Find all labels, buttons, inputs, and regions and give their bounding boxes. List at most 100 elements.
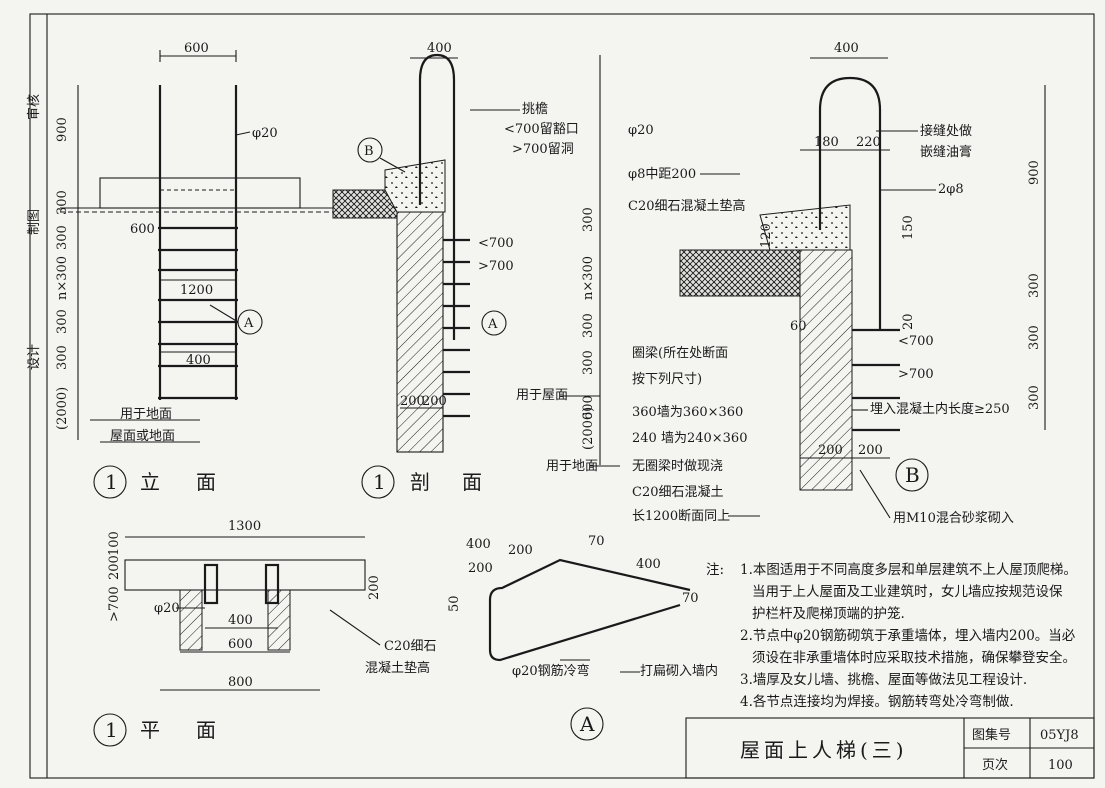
svg-text:埋入混凝土内长度≥250: 埋入混凝土内长度≥250 xyxy=(870,401,1010,417)
svg-text:当用于上人屋面及工业建筑时，女儿墙应按规范设保: 当用于上人屋面及工业建筑时，女儿墙应按规范设保 xyxy=(752,583,1063,600)
svg-text:400: 400 xyxy=(427,41,452,56)
svg-text:A: A xyxy=(487,317,498,332)
svg-text:20: 20 xyxy=(901,313,916,330)
elevation-mark xyxy=(93,465,127,499)
svg-text:60: 60 xyxy=(790,319,807,334)
wall-hatch xyxy=(396,211,444,453)
parapet-top xyxy=(99,177,301,209)
label-phi20: φ20 xyxy=(252,126,278,141)
atlas-label: 图集号 xyxy=(972,727,1011,743)
svg-text:圈梁(所在处断面: 圈梁(所在处断面 xyxy=(632,346,728,361)
side-label-review: 审核 xyxy=(27,94,42,120)
svg-text:70: 70 xyxy=(588,534,605,549)
title-block: 屋面上人梯(三) 图集号 05YJ8 页次 100 xyxy=(685,717,1095,779)
svg-text:C20细石: C20细石 xyxy=(384,639,437,654)
svg-text:>700留洞: >700留洞 xyxy=(512,142,574,157)
detail-a-drawing: 400 200 200 70 400 70 50 φ20钢筋冷弯 打扁砌入墙内 … xyxy=(447,534,718,741)
svg-text:1300: 1300 xyxy=(228,519,261,534)
atlas-value: 05YJ8 xyxy=(1040,728,1079,743)
svg-text:φ20: φ20 xyxy=(154,601,180,616)
svg-text:1: 1 xyxy=(105,718,118,742)
svg-text:B: B xyxy=(364,144,374,159)
svg-text:300: 300 xyxy=(581,350,596,375)
svg-text:用M10混合砂浆砌入: 用M10混合砂浆砌入 xyxy=(893,511,1014,526)
hooked-rail-b xyxy=(818,76,882,330)
svg-text:300: 300 xyxy=(1027,385,1042,410)
svg-text:>700: >700 xyxy=(107,586,122,622)
svg-text:挑檐: 挑檐 xyxy=(522,102,548,117)
svg-text:φ8中距200: φ8中距200 xyxy=(628,167,696,182)
svg-text:(2000): (2000) xyxy=(581,407,596,450)
svg-text:1: 1 xyxy=(373,470,386,494)
svg-text:护栏杆及爬梯顶端的护笼.: 护栏杆及爬梯顶端的护笼. xyxy=(752,605,905,622)
svg-text:n×300: n×300 xyxy=(55,256,70,300)
detail-b-drawing: 400 180 220 900 120 150 300 300 300 200 … xyxy=(679,41,1046,526)
svg-text:200: 200 xyxy=(858,443,883,458)
svg-text:240 墙为240×360: 240 墙为240×360 xyxy=(632,431,747,446)
svg-text:100: 100 xyxy=(107,531,122,556)
plan-mark xyxy=(93,713,127,747)
page-label: 页次 xyxy=(982,757,1008,773)
svg-text:B: B xyxy=(905,463,920,487)
svg-text:400: 400 xyxy=(186,353,211,368)
notes: 注: 1.本图适用于不同高度多层和单层建筑不上人屋顶爬梯。 当用于上人屋面及工业… xyxy=(706,561,1077,710)
elevation-drawing: 600 900 300 300 n×300 300 300 (2000) 600… xyxy=(55,41,340,499)
svg-text:1200: 1200 xyxy=(180,283,213,298)
svg-text:长1200断面同上: 长1200断面同上 xyxy=(632,509,730,524)
callout-A-section xyxy=(481,310,507,336)
svg-text:须设在非承重墙体时应采取技术措施，确保攀登安全。: 须设在非承重墙体时应采取技术措施，确保攀登安全。 xyxy=(752,649,1076,666)
svg-text:800: 800 xyxy=(228,675,253,690)
svg-text:用于地面: 用于地面 xyxy=(546,459,598,474)
svg-text:1: 1 xyxy=(105,470,118,494)
side-strip: 设计 制图 审核 xyxy=(27,94,42,370)
svg-text:φ20: φ20 xyxy=(628,123,654,138)
svg-text:接缝处做: 接缝处做 xyxy=(920,123,972,139)
svg-text:360墙为360×360: 360墙为360×360 xyxy=(632,405,743,420)
svg-text:600: 600 xyxy=(130,222,155,237)
eave-concrete xyxy=(384,159,446,213)
svg-text:200: 200 xyxy=(367,575,382,600)
svg-text:50: 50 xyxy=(447,595,462,612)
roof-insulation-b xyxy=(679,249,801,297)
svg-text:300: 300 xyxy=(55,225,70,250)
svg-text:用于屋面: 用于屋面 xyxy=(516,388,568,403)
svg-text:200: 200 xyxy=(508,543,533,558)
svg-text:300: 300 xyxy=(55,309,70,334)
wall-hatch-b xyxy=(799,249,853,491)
svg-text:<700留豁口: <700留豁口 xyxy=(504,121,579,137)
eave-concrete-b xyxy=(759,204,851,251)
svg-text:900: 900 xyxy=(55,117,70,142)
svg-text:300: 300 xyxy=(1027,325,1042,350)
svg-text:<700: <700 xyxy=(898,334,934,349)
svg-text:面: 面 xyxy=(196,718,216,742)
svg-text:400: 400 xyxy=(834,41,859,56)
svg-text:剖: 剖 xyxy=(410,470,430,494)
svg-text:面: 面 xyxy=(462,470,482,494)
svg-text:C20细石混凝土: C20细石混凝土 xyxy=(632,484,724,500)
plan-drawing: 1300 200 100 >700 400 600 800 200 φ20 C2… xyxy=(93,519,437,747)
svg-text:平: 平 xyxy=(140,718,160,742)
svg-text:<700: <700 xyxy=(478,236,514,251)
svg-text:(2000): (2000) xyxy=(55,387,70,430)
sheet-frame xyxy=(29,13,1095,779)
svg-text:4.各节点连接均为焊接。钢筋转弯处冷弯制做.: 4.各节点连接均为焊接。钢筋转弯处冷弯制做. xyxy=(740,693,1014,710)
svg-text:220: 220 xyxy=(856,135,881,150)
svg-text:A: A xyxy=(579,712,595,736)
svg-text:200: 200 xyxy=(818,443,843,458)
svg-text:300: 300 xyxy=(55,190,70,215)
callout-B xyxy=(357,137,383,163)
side-label-design: 设计 xyxy=(27,344,42,370)
svg-text:600: 600 xyxy=(228,637,253,652)
svg-text:200: 200 xyxy=(422,394,447,409)
svg-text:400: 400 xyxy=(466,537,491,552)
svg-text:300: 300 xyxy=(581,207,596,232)
svg-text:2φ8: 2φ8 xyxy=(938,182,964,197)
svg-text:300: 300 xyxy=(581,313,596,338)
svg-text:屋面或地面: 屋面或地面 xyxy=(110,429,175,444)
section-drawing: 400 <700 >700 200 200 300 n×300 300 300 … xyxy=(332,41,760,524)
svg-text:>700: >700 xyxy=(898,367,934,382)
svg-text:打扁砌入墙内: 打扁砌入墙内 xyxy=(640,663,718,679)
svg-text:300: 300 xyxy=(55,345,70,370)
svg-text:180: 180 xyxy=(814,135,839,150)
